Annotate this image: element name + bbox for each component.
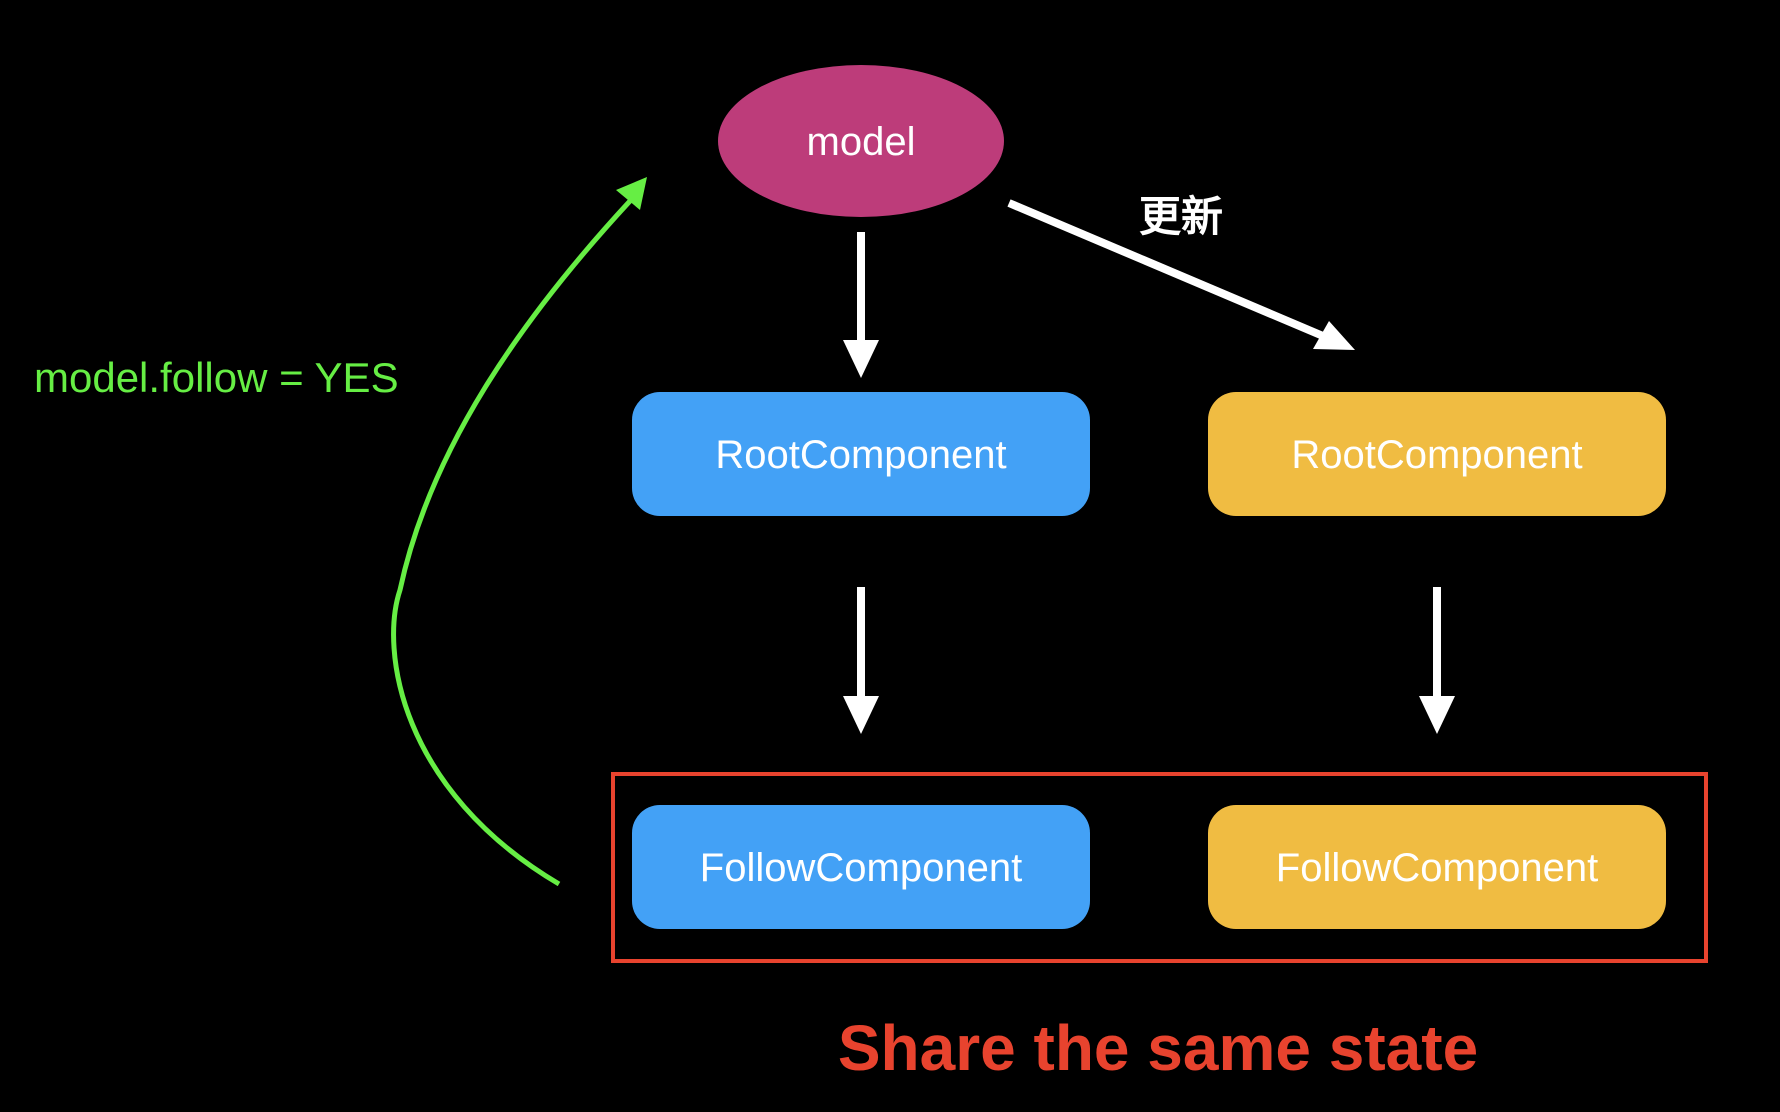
arrow-root-left-to-follow-left-head <box>843 696 879 734</box>
follow-component-left <box>632 805 1090 929</box>
shared-state-frame <box>611 772 1708 963</box>
follow-component-right <box>1208 805 1666 929</box>
follow-action-label: model.follow = YES <box>34 354 399 401</box>
arrow-model-to-root-right-head <box>1313 321 1355 350</box>
feedback-arrow-head <box>616 177 647 210</box>
follow-component-left-label: FollowComponent <box>700 846 1022 890</box>
model-node <box>718 65 1004 217</box>
root-component-left-label: RootComponent <box>715 433 1006 477</box>
arrow-root-right-to-follow-right-head <box>1419 696 1455 734</box>
shared-state-caption: Share the same state <box>838 1012 1478 1084</box>
follow-component-right-label: FollowComponent <box>1276 846 1598 890</box>
root-component-left <box>632 392 1090 516</box>
root-component-right <box>1208 392 1666 516</box>
arrow-model-to-root-left-head <box>843 340 879 378</box>
feedback-arrow <box>391 199 632 887</box>
root-component-right-label: RootComponent <box>1291 433 1582 477</box>
model-node-label: model <box>807 120 916 164</box>
update-label: 更新 <box>1139 192 1223 241</box>
arrow-model-to-root-right <box>1007 199 1325 340</box>
